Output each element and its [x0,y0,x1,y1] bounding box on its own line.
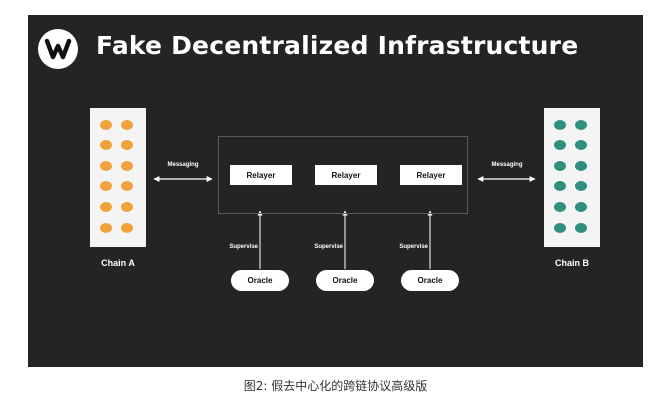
oracle-2: Oracle [316,270,374,291]
chain-a-node-dot [100,181,112,191]
connector-arrows [153,176,536,269]
page-title: Fake Decentralized Infrastructure [96,31,579,60]
brand-logo-icon [38,29,78,69]
diagram-slide: Fake Decentralized Infrastructure Chain … [28,15,643,367]
relayer-1: Relayer [230,165,292,185]
chain-a-node-dot [121,202,133,212]
chain-b-node-dot [554,223,566,233]
chain-a-node-dot [100,223,112,233]
chain-a-node-dot [100,120,112,130]
chain-b-node-dot [554,181,566,191]
chain-b-node-dot [575,181,587,191]
supervise-label-1: Supervise [229,244,258,250]
supervise-label-2: Supervise [314,244,343,250]
supervise-label-3: Supervise [399,244,428,250]
chain-a-node-dot [100,202,112,212]
chain-a-label: Chain A [101,258,135,268]
chain-b-node-dot [575,140,587,150]
relayer-group-box [218,136,468,214]
messaging-right-label: Messaging [491,162,523,168]
chain-a-node-dot [121,181,133,191]
chain-b-node-dot [554,161,566,171]
chain-a-node-dot [121,223,133,233]
chain-b-node-dot [575,120,587,130]
figure-caption: 图2: 假去中心化的跨链协议高级版 [243,379,428,393]
chain-b-node-dot [554,140,566,150]
chain-b-block [544,108,600,247]
oracle-1: Oracle [231,270,289,291]
chain-a-node-dot [121,140,133,150]
relayer-3: Relayer [400,165,462,185]
chain-a-node-dot [121,120,133,130]
chain-a-block [90,108,146,247]
chain-a-node-dot [100,140,112,150]
chain-b-node-dot [554,202,566,212]
chain-b-label: Chain B [554,258,589,268]
chain-b-node-dot [575,161,587,171]
messaging-left-label: Messaging [167,162,199,168]
oracle-3: Oracle [401,270,459,291]
chain-a-node-dot [100,161,112,171]
relayer-2: Relayer [315,165,377,185]
chain-b-node-dot [575,202,587,212]
chain-b-node-dot [575,223,587,233]
chain-b-node-dot [554,120,566,130]
chain-a-node-dot [121,161,133,171]
